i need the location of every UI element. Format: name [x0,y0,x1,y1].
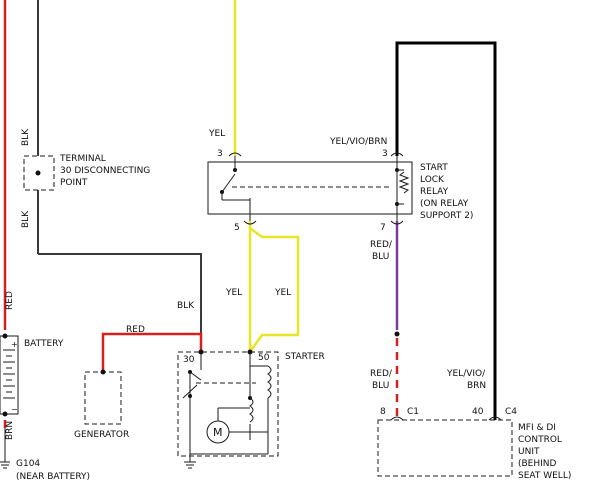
label-g104: G104 [16,459,40,469]
label-starter-pin50: 50 [258,353,270,363]
label-relay-name-3: RELAY [420,187,449,197]
label-terminal30-1: TERMINAL [59,154,106,164]
ecu-connectors [390,416,502,421]
label-relay-name-2: LOCK [420,175,445,185]
label-relay-pin7: 7 [380,223,386,233]
label-blk-mid: BLK [21,210,31,228]
label-relay-name-1: START [420,163,448,173]
relay-box [207,161,413,215]
label-ecu-c1: C1 [407,407,419,417]
label-ecu-c4: C4 [505,407,517,417]
generator-box [84,371,122,425]
label-yelviobrn-top: YEL/VIO/BRN [329,137,387,147]
label-relay-name-4: (ON RELAY [420,199,469,209]
label-relay-pin3-left: 3 [217,149,223,159]
starter-internals [182,352,272,469]
label-relay-pin5: 5 [234,223,240,233]
label-ecu-name-5: SEAT WELL) [518,471,571,481]
label-terminal30-3: POINT [60,178,88,188]
label-brn-battery: BRN [5,421,15,440]
label-relay-pin3-right: 3 [382,149,388,159]
label-motor: M [213,426,223,439]
label-red-left: RED [5,291,15,310]
label-ecu-name-4: (BEHIND [518,459,557,469]
relay-internals [220,168,410,206]
yel-wire-loop-right [248,227,300,353]
label-starter: STARTER [285,352,325,362]
label-yelviobrn-lower-2: BRN [467,381,486,391]
label-starter-pin30: 30 [183,355,195,365]
label-relay-name-5: SUPPORT 2) [420,211,473,221]
label-generator: GENERATOR [74,430,129,440]
label-ecu-pin8: 8 [380,407,386,417]
label-ecu-pin40: 40 [472,407,484,417]
splice-dot-redblu [394,331,400,337]
label-redblu-upper-1: RED/ [370,240,393,250]
relay-connectors [228,152,404,225]
label-g104-location: (NEAR BATTERY) [16,472,90,482]
label-redblu-lower-1: RED/ [370,369,393,379]
blk-wire-to-starter [38,253,202,352]
battery-symbol [0,333,19,417]
starter-box [177,351,279,457]
ground-symbol-g104 [0,461,10,469]
label-yel-loop-left: YEL [225,288,242,298]
label-terminal30-2: 30 DISCONNECTING [60,166,150,176]
generator-terminal-dot [100,369,106,375]
label-yelviobrn-lower-1: YEL/VIO/ [446,369,486,379]
label-battery: BATTERY [24,339,64,349]
label-blk-starter: BLK [177,301,195,311]
red-wire-generator-starter [101,332,203,372]
label-ecu-name-3: UNIT [518,447,540,457]
terminal30-dot [35,170,41,176]
label-yel-loop-right: YEL [274,288,291,298]
label-battery-minus: − [11,405,18,414]
label-blk-top: BLK [21,128,31,146]
label-yel-top: YEL [208,129,225,139]
ecu-box [377,419,513,477]
label-redblu-lower-2: BLU [372,381,389,391]
label-red-starter: RED [126,325,145,335]
label-redblu-upper-2: BLU [372,252,389,262]
yelviobrn-wire [395,41,497,420]
label-ecu-name-2: CONTROL [518,435,562,445]
label-ecu-name-1: MFI & DI [518,423,556,433]
label-battery-plus: + [11,340,18,349]
